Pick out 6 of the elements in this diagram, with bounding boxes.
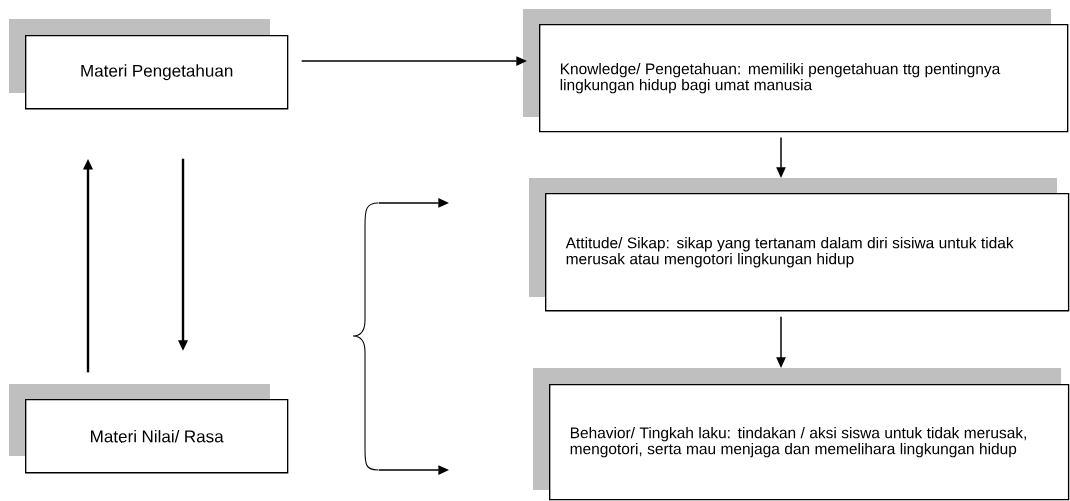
process-box: Materi Pengetahuan [9, 19, 289, 110]
process-box: Behavior/ Tingkah laku: tindakan / aksi siswa untuk tidak merusak, mengotori, serta mau menjaga dan memelihara lingkungan hidup [533, 368, 1070, 501]
curly-brace [352, 202, 379, 471]
process-box: Knowledge/ Pengetahuan: memiliki pengetahuan ttg pentingnya lingkungan hidup bagi umat manusia [523, 9, 1069, 133]
process-box: Attitude/ Sikap: sikap yang tertanam dalam diri sisiwa untuk tidak merusak atau mengotori lingkungan hidup [529, 178, 1070, 312]
process-box: Materi Nilai/ Rasa [9, 384, 289, 474]
